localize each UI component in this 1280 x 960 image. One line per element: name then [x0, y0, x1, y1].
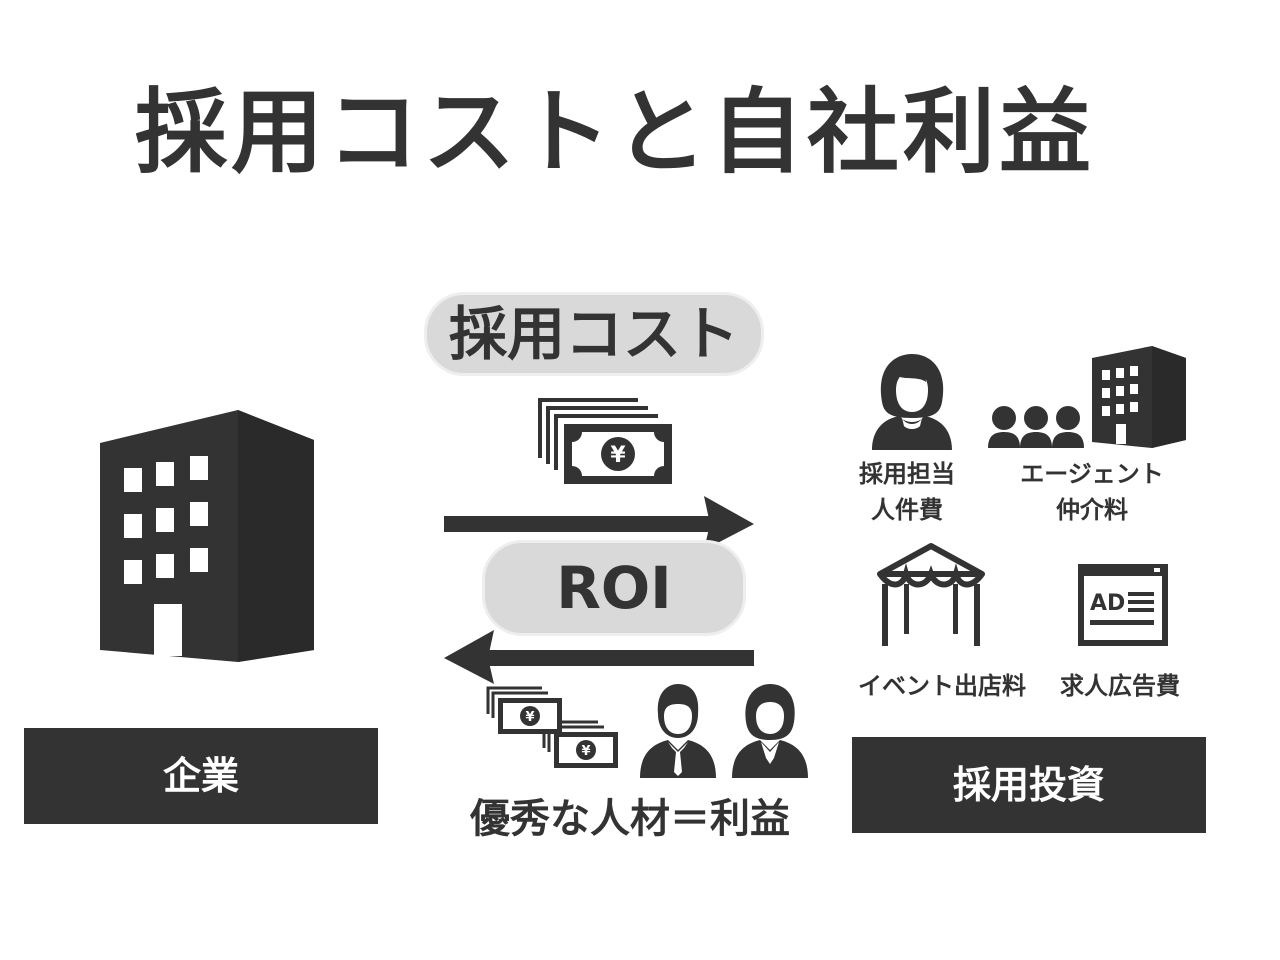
businesswoman-icon: [732, 684, 808, 778]
profit-caption: 優秀な人材＝利益: [470, 796, 790, 842]
agency-building-icon: [988, 346, 1186, 448]
right-arrow-icon: [444, 496, 754, 550]
money-bills-icon: ¥: [538, 398, 672, 484]
small-money-bills-icon: ¥ ¥: [486, 686, 618, 768]
yen-symbol: ¥: [610, 443, 626, 468]
job-ad-icon: AD: [1078, 564, 1168, 646]
roi-pill: ROI: [482, 540, 746, 636]
company-building-icon: [100, 410, 314, 662]
agency-fee-label: エージェント 仲介料: [1010, 456, 1174, 528]
company-label: 企業: [24, 728, 378, 824]
event-fee-label: イベント出店料: [858, 672, 1026, 700]
job-ad-fee-label: 求人広告費: [1060, 672, 1180, 700]
recruiter-cost-label: 採用担当 人件費: [848, 456, 966, 528]
left-arrow-icon: [444, 630, 754, 684]
yen-symbol: ¥: [525, 710, 534, 725]
ad-text: AD: [1090, 591, 1125, 616]
recruiter-cost-line1: 採用担当: [859, 460, 955, 488]
recruitment-cost-pill: 採用コスト: [424, 292, 764, 376]
recruiter-person-icon: [872, 354, 952, 450]
event-tent-icon: [877, 543, 985, 646]
page-title: 採用コストと自社利益: [134, 79, 1095, 186]
agency-fee-line2: 仲介料: [1056, 496, 1128, 524]
investment-label: 採用投資: [852, 737, 1206, 833]
yen-symbol: ¥: [581, 744, 590, 759]
recruiter-cost-line2: 人件費: [871, 496, 943, 524]
agency-fee-line1: エージェント: [1020, 460, 1164, 488]
businessman-icon: [640, 684, 716, 778]
